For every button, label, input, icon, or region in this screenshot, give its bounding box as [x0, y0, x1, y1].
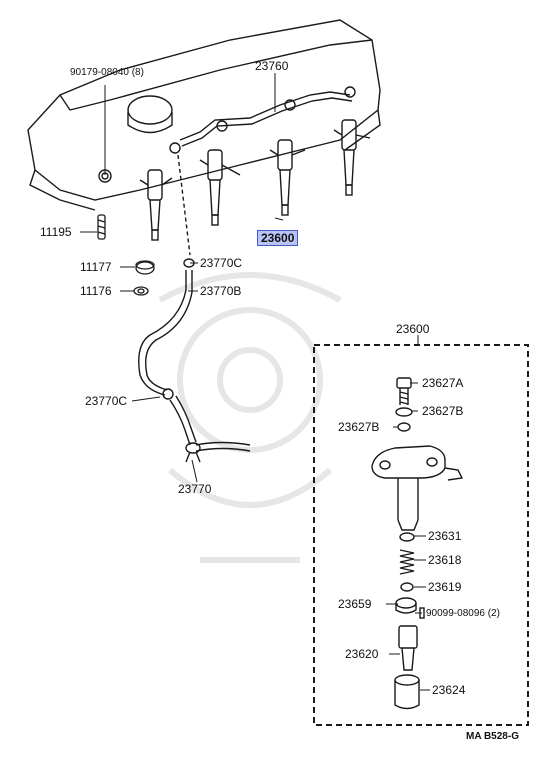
label-part-23770B: 23770B — [200, 284, 242, 298]
label-part-11177: 11177 — [80, 260, 112, 274]
label-part-23618: 23618 — [428, 553, 462, 567]
dashed-connector — [177, 154, 191, 256]
label-bolt-90179: 90179-08040 (8) — [70, 67, 144, 78]
exploded-view-frame — [313, 344, 529, 726]
label-part-23770C-mid: 23770C — [85, 394, 128, 408]
label-part-23659: 23659 — [338, 597, 372, 611]
label-part-11195: 11195 — [40, 225, 72, 239]
label-part-23631: 23631 — [428, 529, 462, 543]
label-part-23600-box: 23600 — [396, 322, 430, 336]
label-part-23620: 23620 — [345, 647, 379, 661]
label-part-23770: 23770 — [178, 482, 212, 496]
label-part-23600-highlighted[interactable]: 23600 — [257, 230, 299, 246]
label-part-90099: 90099-08096 (2) — [426, 608, 500, 619]
fuel-return-hose — [138, 258, 251, 463]
label-part-23624: 23624 — [432, 683, 466, 697]
injector-assemblies — [139, 119, 371, 241]
label-part-23627B-right: 23627B — [422, 404, 464, 418]
exploded-injector-parts — [371, 377, 464, 710]
leader-lines — [80, 73, 430, 691]
label-part-11176: 11176 — [80, 284, 112, 298]
diagram-code: MA B528-G — [466, 731, 519, 742]
label-part-23627B-left: 23627B — [338, 420, 380, 434]
label-part-23770C-top: 23770C — [200, 256, 243, 270]
cylinder-head-cover — [27, 19, 381, 211]
watermark-emblem — [158, 272, 342, 563]
label-part-23760: 23760 — [255, 59, 289, 73]
label-part-23627A: 23627A — [422, 376, 464, 390]
stud-and-gaskets — [97, 214, 155, 296]
label-part-23619: 23619 — [428, 580, 462, 594]
